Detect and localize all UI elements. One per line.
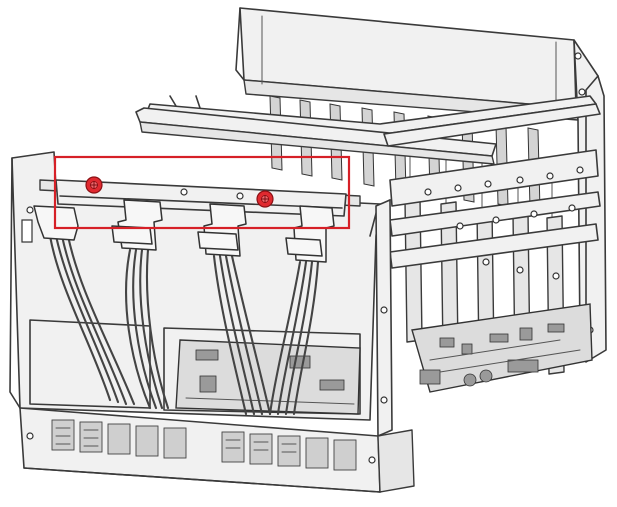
interior-board xyxy=(411,303,593,393)
highlight-box xyxy=(53,155,351,230)
top-cross-rails xyxy=(135,95,601,269)
chassis-rear-wall xyxy=(235,7,579,121)
front-grille xyxy=(19,407,415,493)
connector-bracket xyxy=(55,179,347,217)
screw-icon xyxy=(256,190,274,208)
screw-icon xyxy=(85,176,103,194)
power-cables xyxy=(48,234,320,416)
front-board xyxy=(175,339,361,415)
power-connectors xyxy=(33,199,335,263)
